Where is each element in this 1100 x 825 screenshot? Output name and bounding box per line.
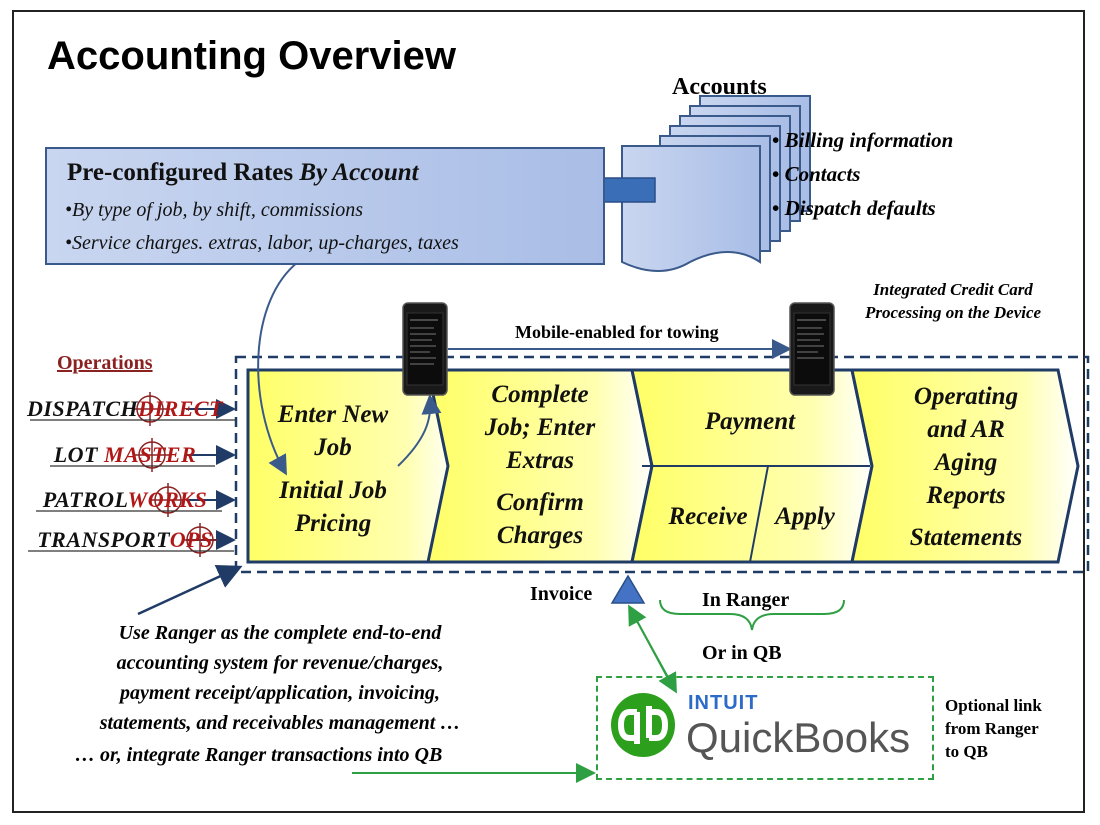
description-line: accounting system for revenue/charges, [116,652,444,674]
brace-icon [659,599,845,631]
page-title: Accounting Overview [47,34,456,78]
credit-card-label: Integrated Credit Card Processing on the… [838,278,1068,324]
in-ranger-label: In Ranger [702,589,790,611]
optional-link-line: from Ranger [945,719,1039,738]
rates-title: Pre-configured Rates By Account [67,159,419,187]
rates-title-italic: By Account [299,159,419,186]
stage-3-receive: Receive [668,503,748,530]
logo-part: WORKS [127,487,208,512]
stage-to-phone-arrow [397,394,442,467]
up-triangle-icon [610,574,646,604]
stage-2-line: Charges [496,522,584,549]
ranger-description: Use Ranger as the complete end-to-end ac… [35,618,525,738]
stage-1-line: Enter New [277,401,389,428]
integrate-label: … or, integrate Ranger transactions into… [75,744,443,766]
stage-2-line: Confirm [496,489,584,516]
qb-link-arrow-up [628,604,671,683]
stage-4-line: Reports [926,482,1006,509]
operations-label: Operations [57,352,153,374]
logo-part: PATROL [42,487,128,512]
phone-icon [789,302,835,396]
rates-to-stage-arrow [257,261,299,476]
quickbooks-brand: QuickBooks [686,714,911,761]
stage-1-line: Pricing [294,510,372,537]
description-line: payment receipt/application, invoicing, [120,682,440,704]
stage-1-line: Job [314,434,352,461]
rates-box: Pre-configured Rates By Account •By type… [45,147,605,265]
intuit-brand: INTUIT [688,692,759,714]
phone-icon [402,302,448,396]
description-arrow [137,565,243,616]
accounts-bullet: Contacts [772,162,953,187]
stage-2-line: Complete [491,381,589,408]
stage-1-text: Enter New Job Initial Job Pricing [258,398,408,540]
mobile-label: Mobile-enabled for towing [515,322,719,342]
process-dashed-frame [234,355,1090,574]
logo-part: DISPATCH [26,396,139,421]
quickbooks-box: INTUIT QuickBooks [596,676,934,780]
stage-4-text: Operating and AR Aging Reports Statement… [880,380,1052,554]
description-line: Use Ranger as the complete end-to-end [118,622,442,644]
rates-line-1: •By type of job, by shift, commissions [65,199,364,221]
accounts-bullet: Billing information [772,128,954,153]
rates-title-plain: Pre-configured Rates [67,159,300,186]
logo-patrol-works: PATROLWORKS [20,487,230,513]
stage-3-apply: Apply [775,503,835,530]
stage-4-shape [850,368,1080,564]
logo-part: MASTER [104,442,197,467]
optional-link-label: Optional link from Ranger to QB [945,694,1042,763]
optional-link-line: to QB [945,742,988,761]
accounts-bullet: Dispatch defaults [772,196,953,221]
credit-card-line-2: Processing on the Device [864,303,1042,322]
description-line: statements, and receivables management … [99,712,461,734]
stage-1-line: Initial Job [279,477,387,504]
accounts-bullets: Billing information Contacts Dispatch de… [772,128,954,230]
optional-link-line: Optional link [945,696,1042,715]
rates-line-2: •Service charges. extras, labor, up-char… [65,232,459,254]
logo-part: OPS [169,527,213,552]
stage-3-title: Payment [704,408,796,435]
stage-4-line: Statements [909,524,1023,551]
logo-part: TRANSPORT [37,527,170,552]
stage-2-line: Job; Enter [484,414,596,441]
accounts-label: Accounts [672,74,767,100]
credit-card-line-1: Integrated Credit Card [873,280,1033,299]
logo-transport-ops: TRANSPORTOPS [20,527,230,553]
stage-4-line: Aging [934,449,998,476]
qb-logo-icon [611,693,675,757]
invoice-label: Invoice [530,583,593,605]
logo-lot-master: LOT MASTER [20,442,230,468]
stage-4-line: and AR [927,416,1005,443]
slide-frame [12,10,1085,813]
stage-4-line: Operating [913,383,1019,410]
stage-3-divider-v [749,465,769,563]
or-in-qb-label: Or in QB [702,642,782,664]
logo-dispatch-direct: DISPATCHDIRECT [20,396,230,422]
stage-2-line: Extras [505,447,575,474]
logo-part: LOT [53,442,104,467]
logo-underline [28,419,236,552]
stage-2-text: Complete Job; Enter Extras Confirm Charg… [460,378,620,552]
logo-part: DIRECT [138,396,224,421]
